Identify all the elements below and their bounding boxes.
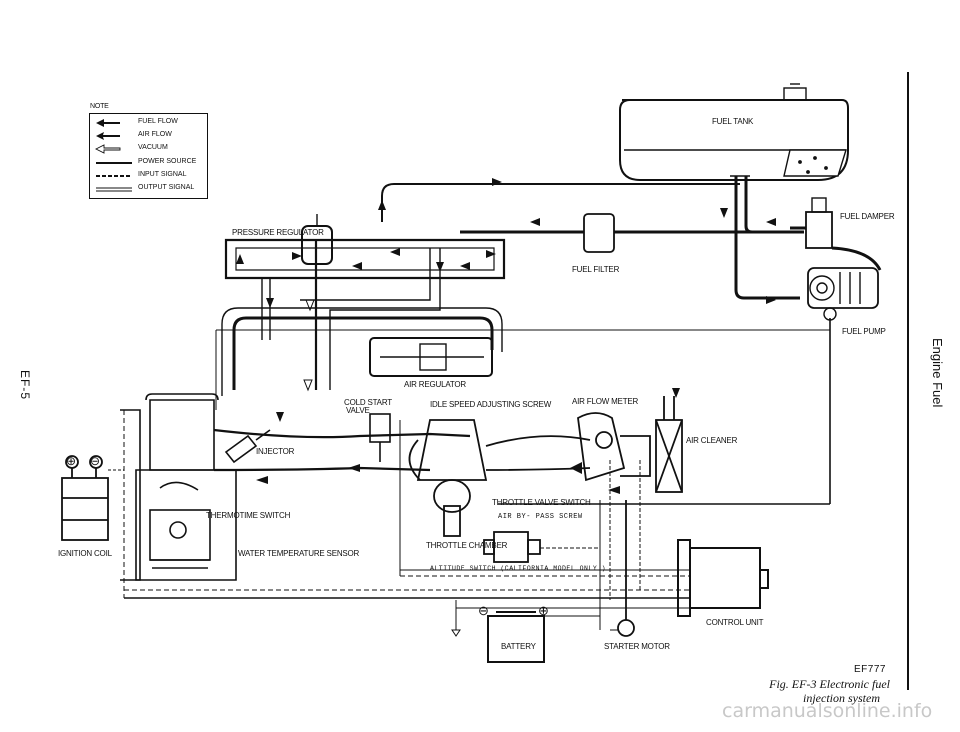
arrow-air-3 xyxy=(348,464,360,472)
hollow-arrow-icon xyxy=(94,144,121,154)
label-cold-start-1: COLD START xyxy=(344,398,392,407)
air-regulator-shape xyxy=(369,337,493,377)
label-injector: INJECTOR xyxy=(256,447,295,456)
arrow-vacuum-2 xyxy=(303,379,313,392)
label-pressure-regulator: PRESSURE REGULATOR xyxy=(232,228,324,237)
arrow-air-1 xyxy=(672,388,680,398)
legend-box: FUEL FLOW AIR FLOW VACUUM POWER SOURCE I… xyxy=(89,113,208,199)
label-idle-speed: IDLE SPEED ADJUSTING SCREW xyxy=(430,400,552,409)
legend-label: INPUT SIGNAL xyxy=(138,171,187,178)
legend-label: AIR FLOW xyxy=(138,131,172,138)
double-line-icon xyxy=(96,187,132,192)
arrow-fuel-15 xyxy=(276,412,284,422)
arrow-fuel-14 xyxy=(436,262,444,272)
arrow-vacuum-1 xyxy=(305,299,315,312)
arrow-fuel-4 xyxy=(720,208,728,218)
control-unit-shape xyxy=(677,539,769,617)
throttle-chamber-shape xyxy=(408,419,488,537)
solid-line-icon xyxy=(96,162,132,164)
label-altitude: ALTITUDE SWITCH (CALIFORNIA MODEL ONLY ) xyxy=(430,565,607,572)
label-battery: BATTERY xyxy=(501,642,536,651)
label-fuel-damper: FUEL DAMPER xyxy=(840,212,895,221)
label-throttle-chamber: THROTTLE CHAMBER xyxy=(426,541,508,550)
pressure-regulator-shape xyxy=(301,214,333,265)
label-fuel-tank: FUEL TANK xyxy=(712,117,754,126)
label-water-temp: WATER TEMPERATURE SENSOR xyxy=(238,549,360,558)
arrow-fuel-10 xyxy=(352,262,362,270)
dashed-line-icon xyxy=(96,175,132,177)
arrow-fuel-7 xyxy=(486,250,496,258)
throttle-chamber-unit xyxy=(483,531,541,563)
vacuum-arrows xyxy=(303,299,315,392)
figure-caption-line-1: Fig. EF-3 Electronic fuel xyxy=(769,677,890,691)
fuel-flow-arrows xyxy=(236,178,776,494)
battery-minus-symbol: ⊖ xyxy=(478,603,489,618)
arrow-fuel-13 xyxy=(266,298,274,308)
label-fuel-filter: FUEL FILTER xyxy=(572,265,620,274)
fuel-pump-shape xyxy=(807,246,882,321)
arrow-fuel-8 xyxy=(292,252,302,260)
arrow-fuel-5 xyxy=(766,218,776,226)
label-ignition-coil: IGNITION COIL xyxy=(58,549,112,558)
wiring-harness xyxy=(108,318,831,637)
arrow-fuel-6 xyxy=(766,296,776,304)
engine-block xyxy=(120,393,237,581)
battery-shape xyxy=(487,611,545,663)
fuel-damper-shape xyxy=(790,197,833,249)
air-flow-meter-shape xyxy=(577,412,651,482)
arrow-fuel-3 xyxy=(530,218,540,226)
figure-code: EF777 xyxy=(854,664,886,675)
label-air-cleaner: AIR CLEANER xyxy=(686,436,738,445)
page-number: EF-5 xyxy=(18,370,32,401)
watermark: carmanualsonline.info xyxy=(722,700,933,722)
legend-label: VACUUM xyxy=(138,144,168,151)
label-air-regulator: AIR REGULATOR xyxy=(404,380,467,389)
air-cleaner-shape xyxy=(655,396,683,493)
legend-label: POWER SOURCE xyxy=(138,158,197,165)
label-starter-motor: STARTER MOTOR xyxy=(604,642,670,651)
label-air-flow-meter: AIR FLOW METER xyxy=(572,397,639,406)
coil-minus-symbol: ⊖ xyxy=(90,454,100,468)
label-air-bypass: AIR BY- PASS SCREW xyxy=(498,513,583,521)
label-throttle-valve-switch: THROTTLE VALVE SWITCH xyxy=(492,498,591,507)
legend-label: FUEL FLOW xyxy=(138,118,178,125)
arrow-fuel-2 xyxy=(378,200,386,210)
thin-arrow-icon xyxy=(96,132,120,140)
section-title: Engine Fuel xyxy=(930,338,945,408)
label-fuel-pump: FUEL PUMP xyxy=(842,327,886,336)
fuel-tank-shape xyxy=(619,83,849,181)
label-control-unit: CONTROL UNIT xyxy=(706,618,764,627)
starter-motor-shape xyxy=(617,500,635,637)
arrow-fuel-1 xyxy=(492,178,502,186)
label-thermotime: THERMOTIME SWITCH xyxy=(206,511,291,520)
legend-label: OUTPUT SIGNAL xyxy=(138,184,195,191)
arrow-air-2 xyxy=(256,476,268,484)
arrow-air-5 xyxy=(608,486,620,494)
fuel-filter-shape xyxy=(583,213,640,253)
figure-caption-line-2: injection system xyxy=(803,691,880,705)
cold-start-valve-shape xyxy=(369,413,391,462)
battery-plus-symbol: ⊕ xyxy=(538,603,549,618)
ignition-coil-shape xyxy=(61,455,109,541)
legend-title: NOTE xyxy=(90,103,109,110)
label-cold-start-2: VALVE xyxy=(346,406,370,415)
arrow-fuel-9 xyxy=(390,248,400,256)
solid-arrow-icon xyxy=(96,119,120,127)
arrow-fuel-12 xyxy=(236,254,244,264)
coil-plus-symbol: ⊕ xyxy=(66,454,76,468)
arrow-air-4 xyxy=(570,462,582,474)
arrow-fuel-11 xyxy=(460,262,470,270)
